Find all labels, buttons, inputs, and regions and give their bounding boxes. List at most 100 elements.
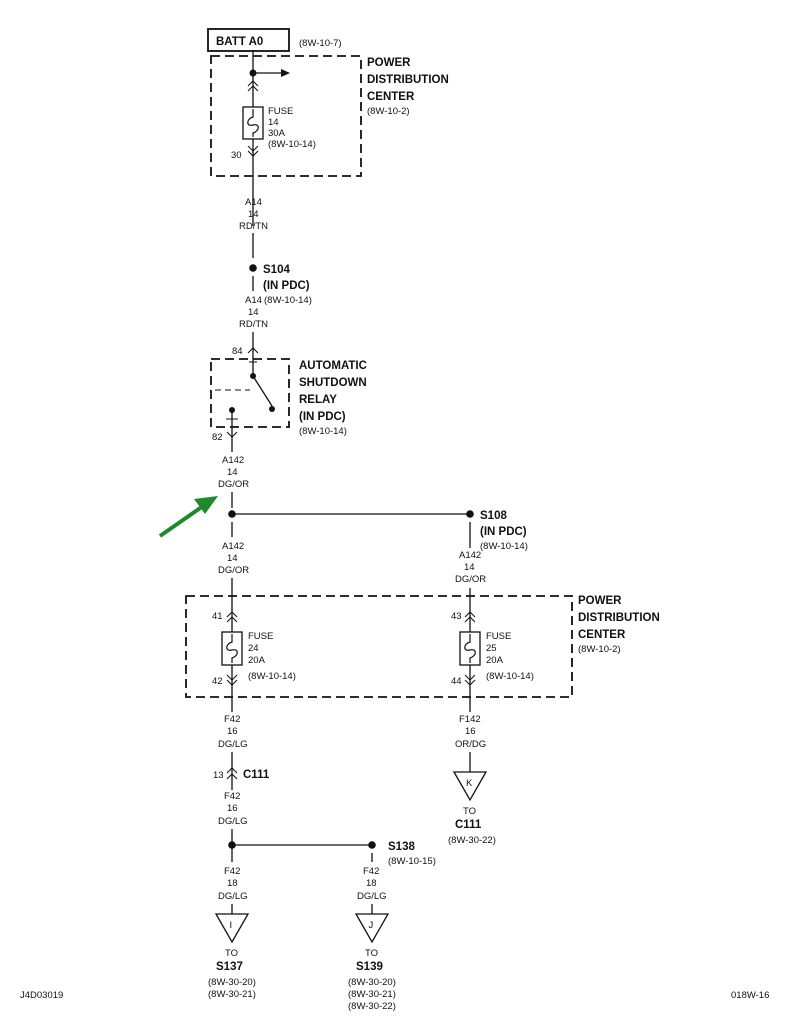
fuse-14-line-3: 30A bbox=[268, 128, 286, 139]
splice-s108-ref: (8W-10-14) bbox=[480, 541, 528, 552]
relay-title-line-4: (IN PDC) bbox=[299, 411, 346, 423]
wire-a14-b-label: A14 (8W-10-14) 14 RD/TN bbox=[239, 295, 312, 330]
wire-f42-label: F42 16 DG/LG bbox=[218, 714, 248, 750]
batt-a0-label: BATT A0 bbox=[216, 36, 263, 48]
wire-a142-b-line-3: DG/OR bbox=[218, 565, 249, 576]
wire-a14-b-line-2: 14 bbox=[248, 307, 259, 318]
splice-s108-label: S108 bbox=[480, 510, 507, 522]
wire-a14-line-2: 14 bbox=[248, 209, 259, 220]
wire-f142-line-2: 16 bbox=[465, 726, 476, 737]
relay-box bbox=[210, 358, 290, 428]
wire-f42-d-line-3: DG/LG bbox=[357, 891, 387, 902]
pdc-bottom-title-line-1: POWER bbox=[578, 595, 622, 607]
branch-arrow-head bbox=[281, 69, 290, 77]
footer-left-code: J4D03019 bbox=[20, 990, 63, 1001]
fuse-24-chevron-out-a bbox=[226, 674, 238, 681]
wire-a14-b-line-3: RD/TN bbox=[239, 319, 268, 330]
fuse-24-line-2: 24 bbox=[248, 643, 259, 654]
dest-k-ref-1: (8W-30-22) bbox=[448, 835, 496, 846]
wire-a142-b-label: A142 14 DG/OR bbox=[218, 541, 249, 576]
wire-f42-b-label: F42 16 DG/LG bbox=[218, 791, 248, 827]
terminal-chevron-fuse14-a bbox=[247, 145, 259, 152]
dest-i-ref-2: (8W-30-21) bbox=[208, 989, 256, 1000]
wire-a142-c-line-2: 14 bbox=[464, 562, 475, 573]
wire-f42-d-label: F42 18 DG/LG bbox=[357, 866, 387, 902]
dest-i-triangle bbox=[214, 913, 250, 944]
wire-a142-line-1: A142 bbox=[222, 455, 244, 466]
wire-a142-c-label: A142 14 DG/OR bbox=[455, 550, 486, 585]
pdc-bottom-title-line-2: DISTRIBUTION bbox=[578, 612, 660, 624]
c111-label: C111 bbox=[243, 769, 270, 781]
fuse-24-pin-out: 42 bbox=[212, 676, 223, 687]
relay-contact-dot-2 bbox=[229, 407, 235, 413]
dest-k-target: C111 bbox=[455, 819, 482, 831]
relay-pin-out: 82 bbox=[212, 432, 223, 443]
relay-switch-end-dot bbox=[269, 406, 275, 412]
pdc-top-title: POWER DISTRIBUTION CENTER (8W-10-2) bbox=[367, 57, 449, 117]
fuse-14-pin-out: 30 bbox=[231, 150, 242, 161]
dest-k-to: TO bbox=[463, 806, 476, 817]
pointer-arrow-icon bbox=[158, 496, 218, 538]
wire-f42-b-line-1: F42 bbox=[224, 791, 240, 802]
dest-j-ref-2: (8W-30-21) bbox=[348, 989, 396, 1000]
wire-a142-c-line-1: A142 bbox=[459, 550, 481, 561]
dest-j-triangle bbox=[354, 913, 390, 944]
wire-a142-b-line-2: 14 bbox=[227, 553, 238, 564]
terminal-chevron-top-a bbox=[247, 80, 259, 87]
splice-s138-label: S138 bbox=[388, 841, 415, 853]
fuse-24-chevron-in-a bbox=[226, 611, 238, 618]
dest-j-ref-1: (8W-30-20) bbox=[348, 977, 396, 988]
dest-i-target: S137 bbox=[216, 961, 243, 973]
dest-j-ref-3: (8W-30-22) bbox=[348, 1001, 396, 1012]
dest-k-letter: K bbox=[466, 778, 473, 789]
fuse-24-line-4: (8W-10-14) bbox=[248, 671, 296, 682]
relay-switch-arm bbox=[252, 375, 273, 407]
splice-s138-dot bbox=[368, 841, 376, 849]
terminal-chevron-fuse14-b bbox=[247, 150, 259, 157]
relay-title-line-1: AUTOMATIC bbox=[299, 360, 367, 372]
fuse-14-line-1: FUSE bbox=[268, 106, 293, 117]
wire-f42-b-line-3: DG/LG bbox=[218, 816, 248, 827]
wire-a14-line-3: RD/TN bbox=[239, 221, 268, 232]
fuse-24-line-1: FUSE bbox=[248, 631, 273, 642]
fuse-25-chevron-in-a bbox=[464, 611, 476, 618]
relay-title: AUTOMATIC SHUTDOWN RELAY (IN PDC) (8W-10… bbox=[299, 360, 367, 437]
pdc-bottom-title: POWER DISTRIBUTION CENTER (8W-10-2) bbox=[578, 595, 660, 655]
wire-f42-line-1: F42 bbox=[224, 714, 240, 725]
fuse-24-symbol bbox=[221, 631, 243, 666]
relay-pin-in: 84 bbox=[232, 346, 243, 357]
fuse-14-line-2: 14 bbox=[268, 117, 279, 128]
batt-a0-box bbox=[207, 28, 290, 52]
batt-a0-ref: (8W-10-7) bbox=[299, 38, 342, 49]
fuse-25-pin-out: 44 bbox=[451, 676, 462, 687]
pdc-top-ref: (8W-10-2) bbox=[367, 106, 410, 117]
pdc-bottom-title-line-3: CENTER bbox=[578, 629, 626, 641]
fuse-24-label: FUSE 24 20A (8W-10-14) bbox=[248, 631, 296, 682]
dest-k-triangle bbox=[452, 771, 488, 802]
dest-j-to: TO bbox=[365, 948, 378, 959]
fuse-25-line-1: FUSE bbox=[486, 631, 511, 642]
splice-s104-label: S104 bbox=[263, 264, 290, 276]
dest-j-target: S139 bbox=[356, 961, 383, 973]
wire-f42-line-2: 16 bbox=[227, 726, 238, 737]
wire-a14-line-1: A14 bbox=[245, 197, 262, 208]
fuse-25-pin-in: 43 bbox=[451, 611, 462, 622]
wire-f142-line-3: OR/DG bbox=[455, 739, 486, 750]
wire-f42-d-line-2: 18 bbox=[366, 878, 377, 889]
wire-a14-label: A14 14 RD/TN bbox=[239, 197, 268, 232]
terminal-chevron-top-b bbox=[247, 85, 259, 92]
pdc-bottom-box bbox=[185, 595, 573, 698]
dest-i-letter: I bbox=[230, 920, 233, 931]
wire-f42-c-line-2: 18 bbox=[227, 878, 238, 889]
relay-ref: (8W-10-14) bbox=[299, 426, 347, 437]
dest-i-ref-1: (8W-30-20) bbox=[208, 977, 256, 988]
wire-a142-line-3: DG/OR bbox=[218, 479, 249, 490]
fuse-25-chevron-out-a bbox=[464, 674, 476, 681]
relay-title-line-3: RELAY bbox=[299, 394, 337, 406]
fuse-24-chevron-in-b bbox=[226, 616, 238, 623]
c111-pin: 13 bbox=[213, 770, 224, 781]
footer-right-code: 018W-16 bbox=[731, 990, 769, 1001]
wire-a142-label: A142 14 DG/OR bbox=[218, 455, 249, 490]
pdc-top-title-line-3: CENTER bbox=[367, 91, 415, 103]
